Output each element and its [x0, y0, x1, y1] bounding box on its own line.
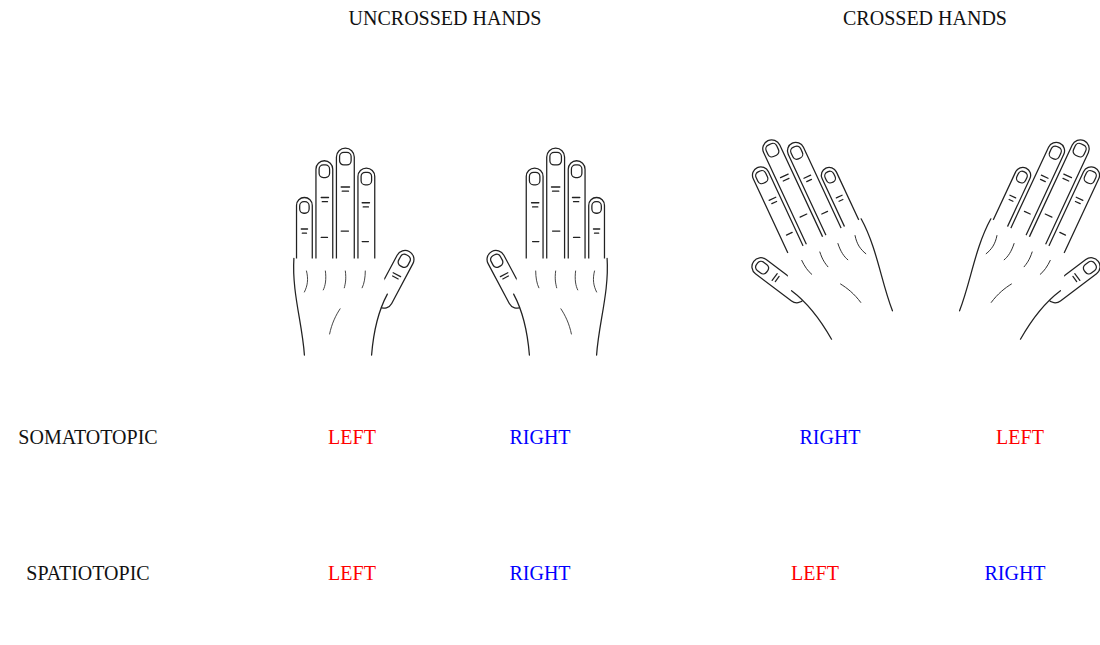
side-label: RIGHT [509, 425, 570, 449]
row-heading: SOMATOTOPIC [18, 425, 157, 449]
side-label: RIGHT [799, 425, 860, 449]
right-hand-drawing [484, 148, 607, 355]
side-label: LEFT [996, 425, 1044, 449]
left-hand-drawing [294, 148, 417, 355]
right-hand-drawing [703, 119, 902, 359]
side-label: RIGHT [984, 561, 1045, 585]
side-label: RIGHT [509, 561, 570, 585]
column-heading: UNCROSSED HANDS [349, 6, 542, 30]
left-hand-drawing [950, 119, 1100, 359]
side-label: LEFT [791, 561, 839, 585]
row-heading: SPATIOTOPIC [26, 561, 149, 585]
column-heading: CROSSED HANDS [843, 6, 1007, 30]
side-label: LEFT [328, 561, 376, 585]
side-label: LEFT [328, 425, 376, 449]
